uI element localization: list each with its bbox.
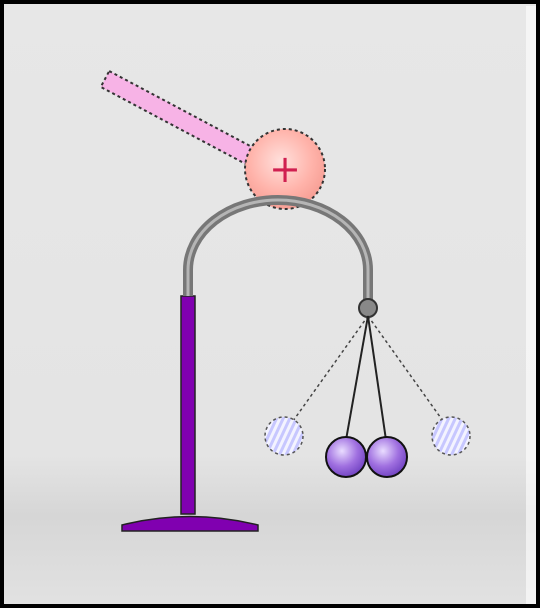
ghost-ball-left: [265, 417, 303, 455]
plus-sign: +: [269, 147, 301, 191]
pendulum-ball-right[interactable]: [367, 437, 407, 477]
right-edge-highlight: [526, 6, 536, 604]
pivot-knob: [359, 299, 377, 317]
pendulum-ball-left[interactable]: [326, 437, 366, 477]
ghost-ball-right: [432, 417, 470, 455]
stand-post: [181, 296, 195, 514]
